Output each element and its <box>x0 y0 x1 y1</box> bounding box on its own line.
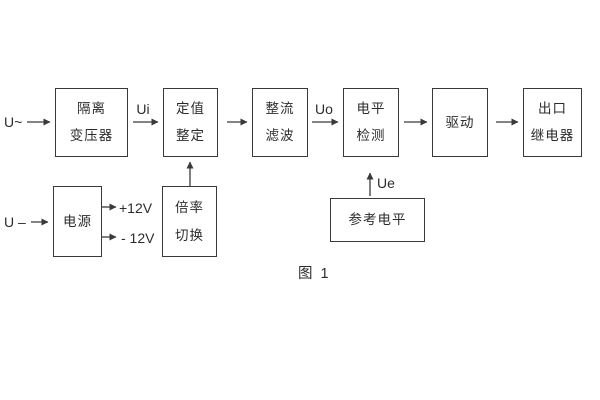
block-text: 电源 <box>63 213 92 229</box>
label-dc-input: U – <box>4 214 26 230</box>
block-text: 整流 <box>265 101 295 117</box>
block-reference-level: 参考电平 <box>330 198 425 242</box>
block-text: 参考电平 <box>348 212 407 228</box>
label-ac-input: U~ <box>4 114 23 130</box>
label-pos-12v: +12V <box>119 200 153 216</box>
block-text: 倍率 <box>175 200 204 215</box>
block-text: 切换 <box>175 227 204 243</box>
label-ue: Ue <box>377 175 395 191</box>
block-isolation-transformer: 隔离 变压器 <box>55 88 128 157</box>
block-text: 定值 <box>176 101 205 117</box>
block-drive: 驱动 <box>432 88 488 157</box>
block-text: 整定 <box>176 128 205 144</box>
block-text: 驱动 <box>445 114 475 130</box>
label-ui: Ui <box>136 101 150 117</box>
label-uo: Uo <box>315 101 333 117</box>
block-ratio-switch: 倍率 切换 <box>162 186 217 257</box>
block-rectifier-filter: 整流 滤波 <box>252 88 308 157</box>
block-level-detect: 电平 检测 <box>343 88 399 157</box>
block-output-relay: 出口 继电器 <box>523 88 582 157</box>
block-text: 隔离 <box>77 101 106 117</box>
label-neg-12v: - 12V <box>121 230 155 246</box>
figure-caption: 图 1 <box>298 266 331 282</box>
block-setpoint-adjust: 定值 整定 <box>163 88 218 157</box>
block-power-supply: 电源 <box>53 186 102 257</box>
block-text: 出口 <box>538 101 567 117</box>
block-text: 滤波 <box>265 128 295 144</box>
block-text: 检测 <box>356 128 386 144</box>
block-text: 继电器 <box>530 128 575 144</box>
block-text: 电平 <box>356 101 386 117</box>
block-text: 变压器 <box>69 128 114 144</box>
